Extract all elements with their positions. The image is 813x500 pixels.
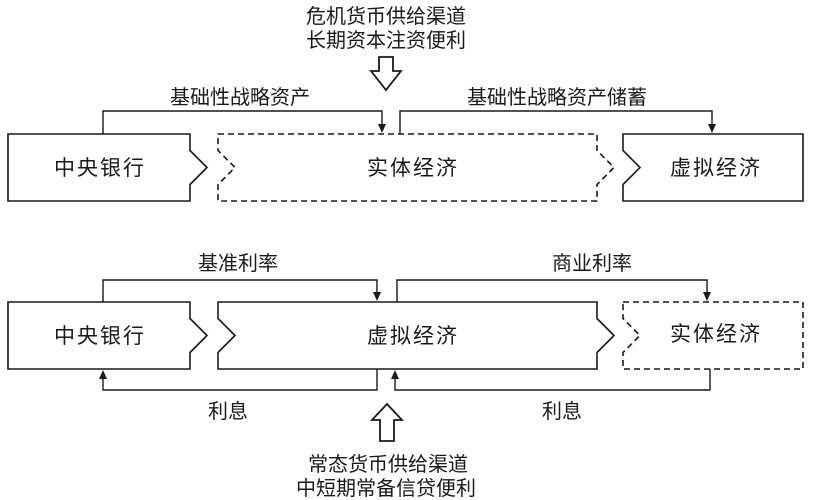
row1-real-economy-box — [217, 133, 616, 202]
row2-central-bank-label: 中央银行 — [54, 324, 146, 348]
strategic-assets-label: 基础性战略资产 — [170, 85, 310, 109]
hollow-down-arrow-icon — [369, 56, 403, 92]
crisis-channel-caption-line1: 危机货币供给渠道 — [306, 4, 466, 28]
down-arrowhead-icon — [703, 292, 711, 301]
connector-benchmark-rate — [102, 279, 378, 302]
interest-right-label: 利息 — [542, 399, 582, 423]
row1-central-bank-label: 中央银行 — [54, 156, 146, 180]
connector-commercial-rate — [396, 279, 708, 302]
connector-centralbank-to-realeconomy — [102, 110, 383, 134]
down-arrowhead-icon — [378, 124, 386, 133]
crisis-channel-caption-line2: 长期资本注资便利 — [306, 28, 466, 52]
normal-channel-caption-line1: 常态货币供给渠道 — [308, 452, 468, 476]
normal-channel-caption-line2: 中短期常备信贷便利 — [296, 476, 476, 500]
row2-central-bank-box — [7, 301, 209, 370]
connector-interest-real-to-virtual — [394, 369, 711, 391]
row2-virtual-economy-label: 虚拟经济 — [367, 324, 459, 348]
row2-real-economy-label: 实体经济 — [670, 322, 762, 346]
interest-left-label: 利息 — [208, 399, 248, 423]
row1-virtual-economy-label: 虚拟经济 — [670, 156, 762, 180]
up-arrowhead-icon — [99, 370, 107, 379]
row2-virtual-economy-box — [217, 301, 616, 370]
benchmark-rate-label: 基准利率 — [198, 251, 278, 275]
down-arrowhead-icon — [708, 124, 716, 133]
up-arrowhead-icon — [391, 370, 399, 379]
row1-virtual-economy-box — [622, 133, 804, 202]
row1-central-bank-box — [7, 133, 209, 202]
strategic-assets-savings-label: 基础性战略资产储蓄 — [467, 85, 647, 109]
connector-interest-virtual-to-centralbank — [102, 369, 378, 391]
hollow-up-arrow-icon — [369, 402, 405, 442]
commercial-rate-label: 商业利率 — [552, 251, 632, 275]
connector-realeconomy-to-virtualeconomy — [399, 110, 713, 134]
row2-real-economy-box — [622, 301, 804, 370]
row1-real-economy-label: 实体经济 — [367, 156, 459, 180]
down-arrowhead-icon — [373, 292, 381, 301]
